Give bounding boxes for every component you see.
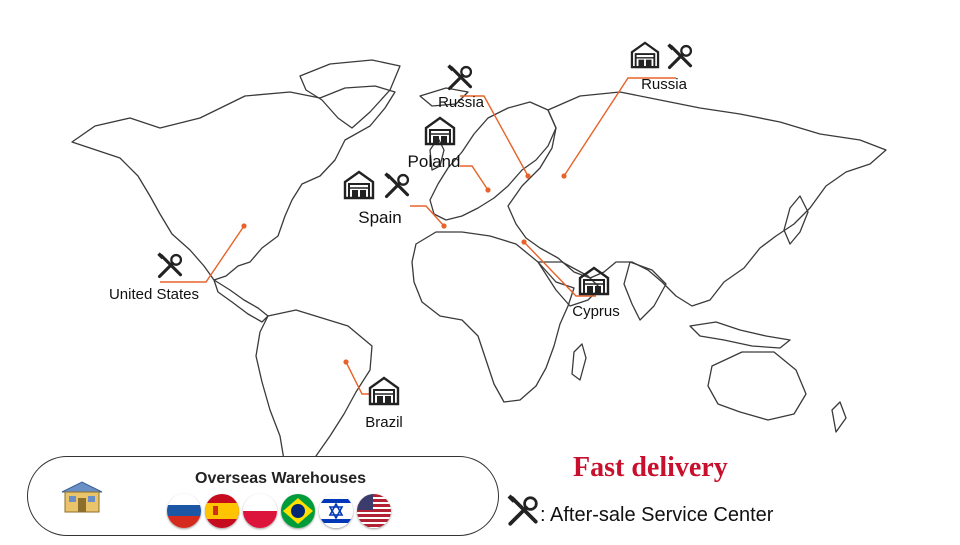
north-america-outline [71,85,396,281]
europe-outline [429,101,557,221]
leader-poland [460,165,489,191]
dot-brazil [343,359,349,365]
australia-outline [707,351,807,421]
asia-outline [507,91,887,307]
arctic-islands-outline [419,87,469,107]
label-cyprus: Cyprus [572,303,620,320]
dot-russia-east [561,173,567,179]
dot-poland [485,187,491,193]
after-sale-service-legend: : After-sale Service Center [540,504,774,526]
dot-russia-west [525,173,531,179]
fast-delivery-headline: Fast delivery [573,452,728,483]
warehouse-building-icon [61,481,103,513]
warehouse-icon-brazil [368,376,400,406]
leader-cyprus [523,241,596,297]
brazil-flag [281,494,315,528]
label-spain: Spain [358,208,402,227]
warehouse-icon-poland [424,116,456,146]
label-brazil: Brazil [365,414,403,431]
leader-usa [160,225,245,283]
label-russia-east: Russia [641,76,687,93]
madagascar-outline [571,343,587,381]
spain-flag [205,494,239,528]
warehouse-icon-spain [343,170,375,200]
india-outline [623,261,667,321]
leader-brazil [345,361,370,395]
new-zealand-outline [831,401,847,433]
poland-flag [243,494,277,528]
warehouse-icon-russia-east [630,41,660,69]
tools-icon-russia-west [446,64,473,91]
label-russia-west: Russia [438,94,484,111]
dot-spain [441,223,447,229]
russia-flag [167,494,201,528]
label-united-states: United States [108,286,200,303]
indonesia-outline [689,321,791,349]
tools-icon-legend [506,494,539,526]
dot-usa [241,223,247,229]
south-america-outline [255,309,373,481]
usa-flag [357,494,391,528]
israel-flag [319,494,353,528]
tools-icon-russia-east [666,43,693,70]
leader-russia-west [460,95,529,177]
greenland-outline [299,59,401,129]
tools-icon-spain [383,172,410,199]
africa-outline [411,231,575,403]
leader-spain [410,205,445,227]
tools-icon-usa [156,252,183,279]
central-america-outline [213,279,269,323]
leader-russia-east [563,77,676,177]
japan-outline [783,195,809,245]
legend-title: Overseas Warehouses [195,470,367,487]
label-poland: Poland [407,152,461,171]
dot-cyprus [521,239,527,245]
